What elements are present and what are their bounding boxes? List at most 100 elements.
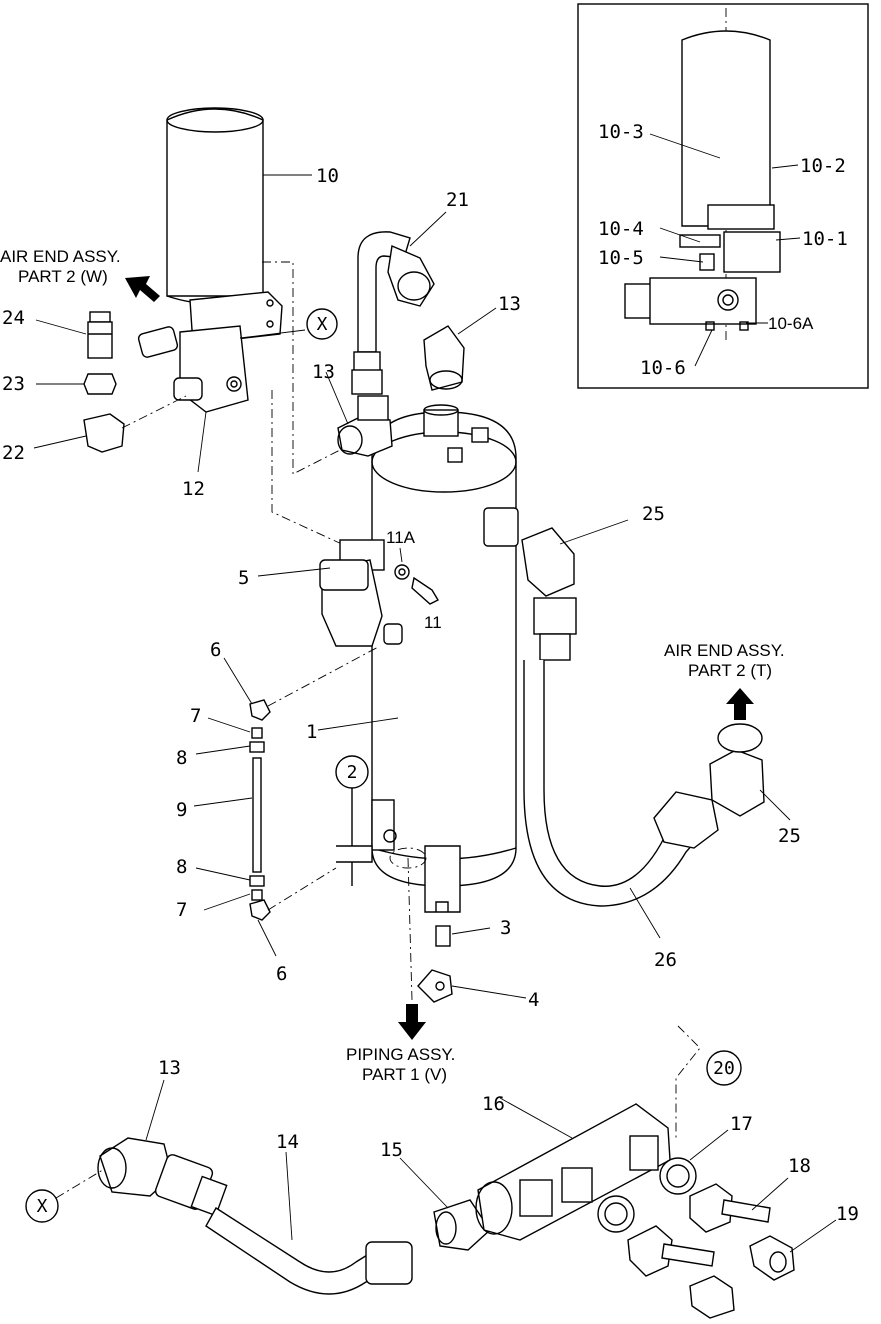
pipe-21-fitting-bore: [397, 271, 431, 301]
label-7-bottom: 7: [176, 899, 187, 921]
fitting-3: [435, 925, 451, 947]
inset-screw-a: [705, 321, 715, 331]
label-1: 1: [306, 721, 317, 743]
valve-outlet-nipple: [173, 377, 203, 401]
leader-26: [629, 887, 661, 939]
label-6-bottom: 6: [276, 963, 287, 985]
route-20: [675, 1025, 701, 1138]
washer-11a-hole: [398, 568, 406, 576]
hose-26-assembly: 25 26 25 AIR END ASSY. PART 2 (T): [521, 503, 801, 971]
label-10: 10: [316, 165, 339, 187]
label-15: 15: [380, 1139, 403, 1161]
filter-head-bolt-a: [266, 299, 274, 307]
seal-ring-a: [597, 1195, 635, 1233]
label-19: 19: [836, 1203, 859, 1225]
manifold-16-port: [561, 1167, 593, 1203]
label-8-top: 8: [176, 747, 187, 769]
label-18: 18: [788, 1155, 811, 1177]
circled-x-bottom-label: X: [37, 1196, 48, 1217]
tank-drain-hidden: [389, 847, 427, 869]
hose-14-start-ferrule: [190, 1175, 228, 1217]
label-21: 21: [446, 189, 469, 211]
route-v: [407, 857, 413, 1001]
pipe-21: [357, 231, 411, 353]
elbow-13-mid-rim: [337, 425, 363, 455]
label-10-6: 10-6: [640, 357, 686, 379]
label-22: 22: [2, 442, 25, 464]
tank-lower-port: [383, 829, 397, 843]
elbow-25-right: [709, 749, 765, 817]
leader-13-bottom: [145, 1079, 165, 1141]
hose-26-top-ferrule: [539, 633, 571, 661]
valve-block-port-inner: [230, 380, 238, 388]
label-11a: 11A: [386, 528, 416, 547]
circled-ref-2-label: 2: [347, 762, 358, 783]
tube-9: [252, 757, 262, 873]
label-13-mid: 13: [312, 361, 335, 383]
valve-4-port: [435, 981, 445, 991]
circled-x-bottom: [25, 1189, 59, 1223]
inset-seal: [679, 234, 721, 248]
manifold-assembly: 15 16 17 20: [380, 1025, 753, 1251]
elbow-5-nut: [319, 559, 369, 591]
bolt-11: [411, 576, 439, 605]
fitting-22: [83, 413, 125, 453]
pipe-21-hex: [351, 369, 383, 395]
hose-26-end-fitting: [653, 791, 719, 849]
inset-bracket: [723, 231, 781, 273]
inset-filter-head: [707, 204, 775, 230]
filter-head-bolt-b: [266, 320, 274, 328]
label-11: 11: [424, 613, 442, 632]
circled-ref-20: [706, 1050, 742, 1086]
label-24: 24: [2, 307, 25, 329]
leader-7-top: [207, 717, 251, 733]
leader-10-1: [775, 237, 801, 241]
leader-6-bottom: [257, 919, 277, 957]
inset-screw-b: [739, 321, 749, 331]
label-17: 17: [730, 1113, 753, 1135]
fitting-7-bottom: [251, 889, 263, 901]
leader-6-top: [223, 657, 253, 705]
filter-cartridge: [166, 108, 264, 297]
ref-piping-v: PIPING ASSY. PART 1 (V): [346, 857, 455, 1084]
inset-filter-cartridge: [681, 30, 771, 227]
leader-5: [257, 567, 331, 577]
label-13-top: 13: [498, 293, 521, 315]
fitting-23: [83, 373, 117, 395]
elbow-25-top: [521, 527, 575, 597]
leader-8-bottom: [195, 867, 251, 881]
fitting-6-top: [249, 699, 271, 721]
tank-foot-slot: [435, 901, 449, 912]
leader-12: [197, 411, 207, 473]
label-12: 12: [182, 478, 205, 500]
elbow-13-mid-nut: [357, 395, 389, 421]
label-8-bottom: 8: [176, 856, 187, 878]
leader-10-2: [771, 164, 799, 169]
nipple-15-bore: [435, 1211, 457, 1245]
ref-w-line2: PART 2 (W): [18, 267, 108, 286]
coupler-19-a-bore: [769, 1251, 787, 1273]
ball-valve-18-a: [689, 1183, 733, 1233]
ref-w-line1: AIR END ASSY.: [0, 247, 121, 266]
valve-inlet-nipple: [137, 326, 179, 358]
hose-26-top-nut: [533, 597, 577, 635]
elbow-25-right-rim: [717, 723, 763, 753]
bolt-11-assembly: 11A 11: [386, 528, 442, 632]
leader-10-4: [659, 227, 701, 243]
leader-19: [789, 1219, 837, 1253]
fittings-22-24: 24 23 22: [2, 307, 187, 464]
filter-top: [166, 107, 264, 133]
pipe-21-assembly: 21 13 13: [312, 189, 521, 457]
leader-8-top: [195, 745, 251, 755]
label-10-1: 10-1: [802, 228, 848, 250]
leader-7-bottom: [203, 893, 251, 911]
arrow-w: [125, 276, 160, 302]
label-16: 16: [482, 1093, 505, 1115]
inset-valve-body: [649, 277, 757, 325]
leader-22: [33, 435, 87, 449]
label-26: 26: [654, 949, 677, 971]
seal-ring-17-inner: [666, 1164, 690, 1188]
elbow-13-mid: [337, 415, 393, 457]
arrow-v: [398, 1004, 426, 1040]
